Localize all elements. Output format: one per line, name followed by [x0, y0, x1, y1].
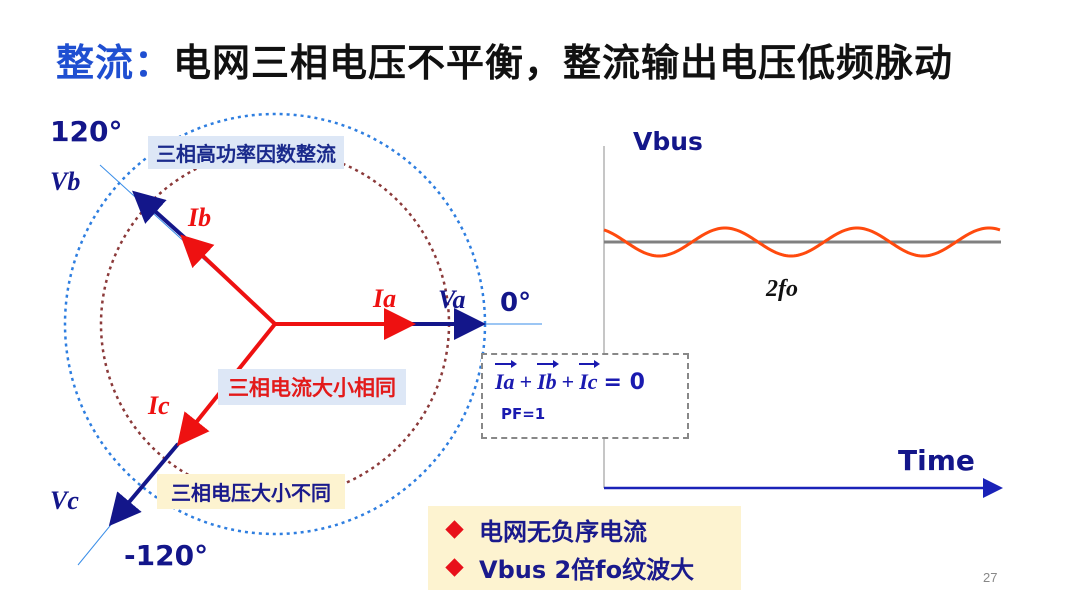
title-text: 电网三相电压不平衡，整流输出电压低频脉动 — [173, 41, 954, 85]
diamond-bullet-icon — [445, 557, 464, 577]
page-number: 27 — [983, 570, 998, 585]
angle-0-label: 0° — [500, 288, 531, 318]
diamond-bullet-icon — [445, 519, 464, 539]
vbus-axis-label: Vbus — [633, 127, 703, 156]
conclusion-item: 电网无负序电流 — [442, 510, 741, 548]
title-keyword: 整流 — [56, 41, 135, 85]
vc-label: Vc — [50, 486, 79, 515]
power-factor-label: PF=1 — [501, 405, 546, 423]
ia-label: Ia — [372, 284, 396, 313]
eq-term-ia: Ia — [495, 369, 515, 394]
eq-term-ic: Ic — [579, 369, 598, 394]
vc-phasor-arrow — [108, 442, 180, 527]
current-sum-equation: Ia+Ib+Ic= 0 — [495, 369, 645, 395]
va-label: Va — [438, 285, 465, 314]
conclusion-text: Vbus 2倍fo纹波大 — [479, 555, 695, 584]
ib-phasor-arrow — [180, 234, 277, 326]
equal-current-tag: 三相电流大小相同 — [218, 369, 406, 405]
eq-plus-1: + — [519, 369, 533, 394]
ic-label: Ic — [147, 391, 170, 420]
angle-120-label: 120° — [50, 115, 122, 148]
eq-equals-zero: = 0 — [603, 370, 645, 395]
eq-plus-2: + — [561, 369, 575, 394]
ib-label: Ib — [187, 203, 211, 232]
ripple-frequency-label: 2fo — [765, 276, 798, 302]
ripple-sine-wave — [603, 226, 1001, 258]
time-axis-label: Time — [898, 444, 975, 477]
slide-title: 整流：电网三相电压不平衡，整流输出电压低频脉动 — [56, 32, 953, 87]
current-sum-equation-box: Ia+Ib+Ic= 0 PF=1 — [481, 353, 689, 439]
title-separator: ： — [134, 41, 174, 85]
vb-phasor-arrow — [132, 190, 187, 240]
pfc-rectifier-tag: 三相高功率因数整流 — [148, 136, 344, 169]
unequal-voltage-tag: 三相电压大小不同 — [157, 474, 345, 509]
vb-label: Vb — [50, 167, 80, 196]
conclusion-item: Vbus 2倍fo纹波大 — [442, 548, 741, 586]
eq-term-ib: Ib — [537, 369, 557, 394]
conclusion-text: 电网无负序电流 — [479, 517, 647, 546]
angle-neg120-label: -120° — [124, 539, 208, 572]
conclusion-box: 电网无负序电流 Vbus 2倍fo纹波大 — [428, 506, 741, 590]
